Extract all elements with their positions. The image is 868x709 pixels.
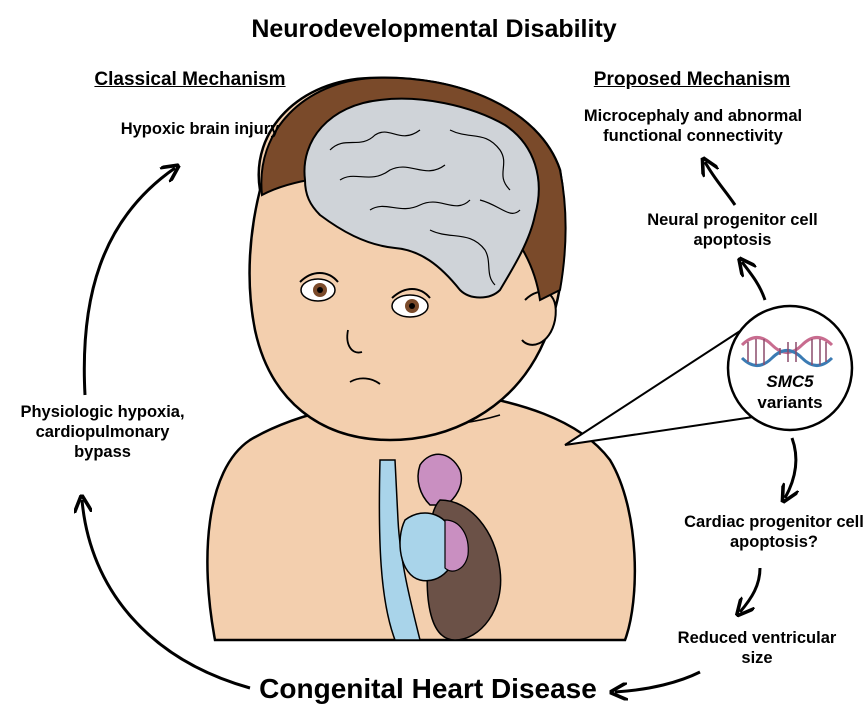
diagram-title: Neurodevelopmental Disability [0, 14, 868, 45]
baby-ear [522, 292, 556, 345]
arrow-to-cardiac [785, 438, 796, 498]
cardiac-progenitor-label: Cardiac progenitor cell apoptosis? [680, 512, 868, 552]
smc5-gene-name: SMC5 [728, 372, 852, 393]
proposed-heading: Proposed Mechanism [562, 68, 822, 91]
arrow-to-chd [615, 672, 700, 692]
smc5-variants-text: variants [728, 393, 852, 414]
neural-progenitor-label: Neural progenitor cell apoptosis [640, 210, 825, 250]
arrow-to-microcephaly [705, 162, 735, 205]
arrow-up-classical [84, 168, 175, 395]
smc5-gene-label: SMC5 variants [728, 372, 852, 413]
microcephaly-label: Microcephaly and abnormal functional con… [558, 106, 828, 146]
hypoxic-brain-injury-label: Hypoxic brain injury [80, 119, 320, 139]
congenital-heart-disease-label: Congenital Heart Disease [238, 672, 618, 706]
physiologic-hypoxia-label: Physiologic hypoxia, cardiopulmonary byp… [10, 402, 195, 462]
arrow-to-ventricle [740, 568, 760, 612]
arrow-to-neural [742, 262, 765, 300]
classical-heading: Classical Mechanism [60, 68, 320, 91]
reduced-ventricular-label: Reduced ventricular size [662, 628, 852, 668]
